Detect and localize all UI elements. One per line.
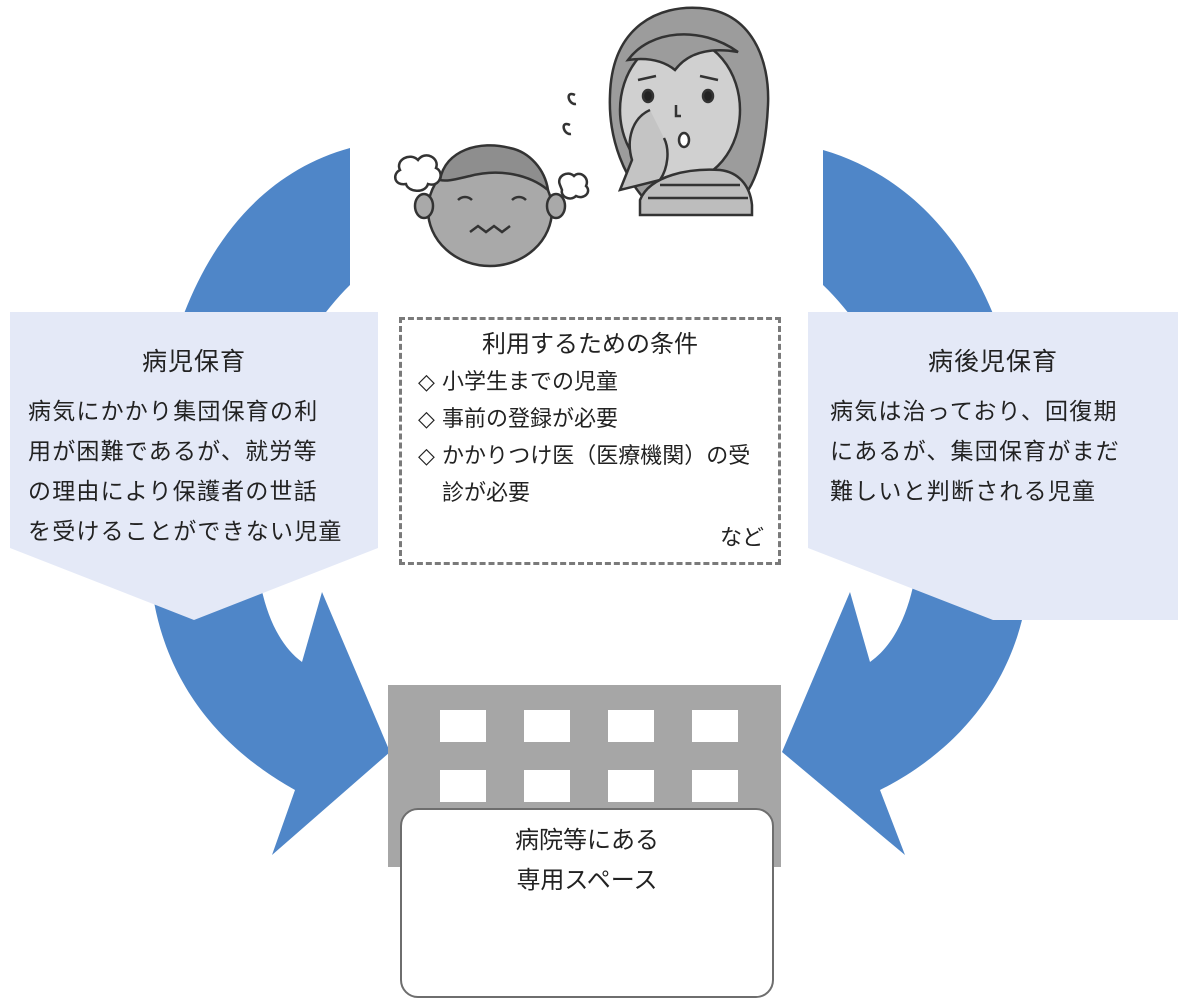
space-label-line: 専用スペース	[516, 866, 658, 894]
sick-child-care-description: 病気にかかり集団保育の利 用が困難であるが、就労等 の理由により保護者の世話 を…	[28, 392, 358, 552]
worried-mother-illustration	[562, 6, 770, 217]
dedicated-space-label: 病院等にある 専用スペース	[400, 808, 774, 998]
right-callout-shape	[808, 312, 1178, 620]
description-line: を受けることができない児童	[28, 519, 343, 545]
description-line: 病気は治っており、回復期	[830, 399, 1118, 425]
left-callout-shape	[10, 312, 378, 620]
condition-text: 診が必要	[442, 481, 531, 506]
condition-text: 事前の登録が必要	[442, 407, 619, 432]
description-line: の理由により保護者の世話	[28, 479, 318, 505]
sick-child-care-title: 病児保育	[141, 347, 246, 376]
condition-text: かかりつけ医（医療機関）の受	[442, 444, 751, 469]
sick-child-illustration	[393, 144, 590, 268]
post-illness-care-description: 病気は治っており、回復期 にあるが、集団保育がまだ 難しいと判断される児童	[830, 392, 1160, 512]
post-illness-care-title: 病後児保育	[927, 347, 1058, 376]
conditions-list: ◇ 小学生までの児童 ◇ 事前の登録が必要 ◇ かかりつけ医（医療機関）の受 診…	[418, 364, 750, 512]
description-line: にあるが、集団保育がまだ	[830, 439, 1120, 465]
usage-conditions-box: 利用するための条件 ◇ 小学生までの児童 ◇ 事前の登録が必要 ◇ かかりつけ医…	[399, 317, 781, 565]
description-line: 難しいと判断される児童	[830, 479, 1097, 505]
condition-item: ◇ 小学生までの児童	[418, 364, 750, 401]
condition-item-continuation: 診が必要	[418, 475, 750, 512]
description-line: 用が困難であるが、就労等	[28, 439, 318, 465]
diamond-bullet-icon: ◇	[418, 370, 435, 395]
condition-item: ◇ 事前の登録が必要	[418, 401, 750, 438]
conditions-title: 利用するための条件	[482, 330, 698, 358]
condition-item: ◇ かかりつけ医（医療機関）の受	[418, 438, 750, 475]
conditions-etc: など	[719, 526, 764, 551]
diamond-bullet-icon: ◇	[418, 407, 435, 432]
description-line: 病気にかかり集団保育の利	[28, 399, 319, 425]
diamond-bullet-icon: ◇	[418, 444, 435, 469]
condition-text: 小学生までの児童	[442, 370, 619, 395]
space-label-line: 病院等にある	[515, 826, 659, 854]
